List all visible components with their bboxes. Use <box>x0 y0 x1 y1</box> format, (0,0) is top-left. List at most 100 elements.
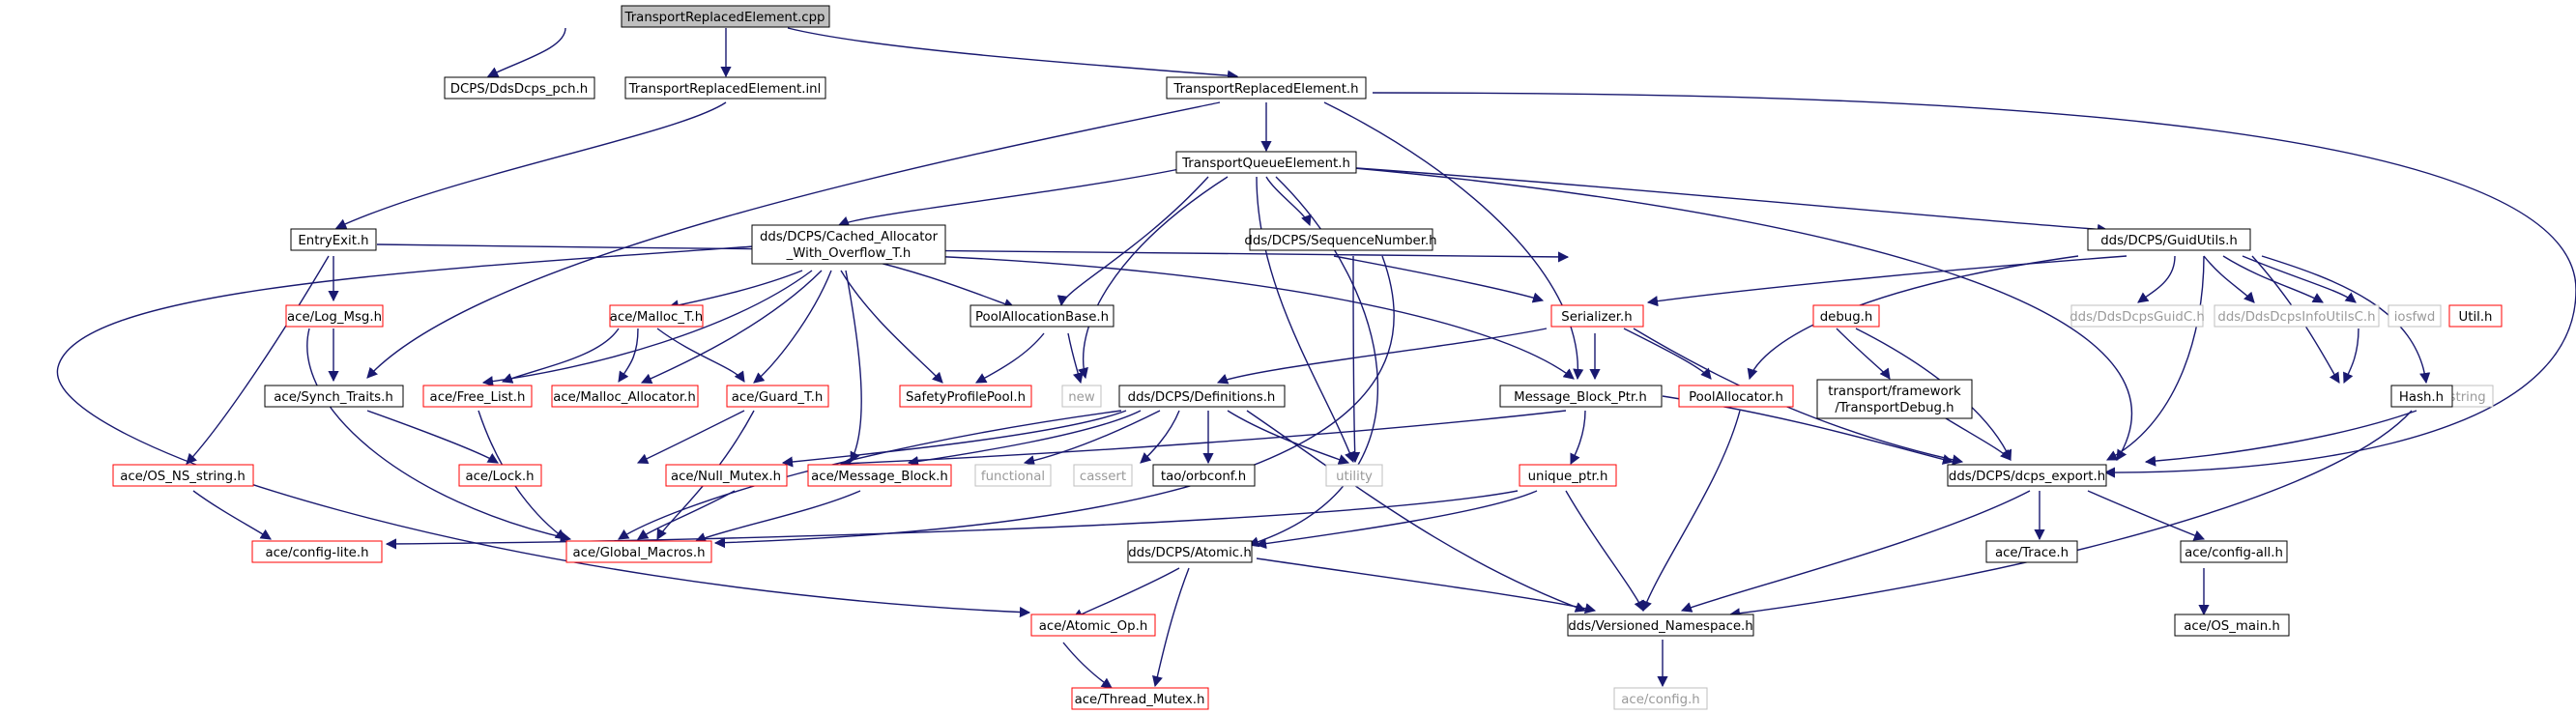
node-label: dds/DCPS/GuidUtils.h <box>2100 234 2238 248</box>
node-tre-inl[interactable]: TransportReplacedElement.inl <box>624 76 826 100</box>
edge <box>837 166 1190 227</box>
node-iosfwd[interactable]: iosfwd <box>2388 304 2442 328</box>
edge <box>2144 410 2417 467</box>
node-safety-profile-pool[interactable]: SafetyProfilePool.h <box>899 385 1032 408</box>
node-log-msg[interactable]: ace/Log_Msg.h <box>285 304 384 328</box>
edge <box>192 490 272 540</box>
node-label: ace/config.h <box>1621 693 1699 707</box>
node-label: SafetyProfilePool.h <box>906 390 1026 405</box>
edge <box>1680 490 2031 613</box>
node-label: ace/OS_NS_string.h <box>120 470 246 484</box>
edge <box>2087 490 2206 541</box>
node-dcps-export[interactable]: dds/DCPS/dcps_export.h <box>1947 464 2107 487</box>
node-os-main[interactable]: ace/OS_main.h <box>2174 614 2290 637</box>
node-new[interactable]: new <box>1061 385 1102 408</box>
node-cached-allocator[interactable]: dds/DCPS/Cached_Allocator _With_Overflow… <box>751 224 946 265</box>
node-tqe-h[interactable]: TransportQueueElement.h <box>1175 151 1357 174</box>
node-sequence-number[interactable]: dds/DCPS/SequenceNumber.h <box>1244 228 1437 251</box>
node-malloc-t[interactable]: ace/Malloc_T.h <box>609 304 704 328</box>
node-definitions[interactable]: dds/DCPS/Definitions.h <box>1118 385 1286 408</box>
dependency-edges <box>56 27 2576 689</box>
edge <box>478 410 566 540</box>
node-label: Serializer.h <box>1561 310 1632 325</box>
node-message-block[interactable]: ace/Message_Block.h <box>807 464 952 487</box>
edge <box>1623 328 1712 380</box>
node-null-mutex[interactable]: ace/Null_Mutex.h <box>665 464 788 487</box>
edge <box>2106 255 2205 461</box>
edge <box>334 101 727 229</box>
edge <box>1255 490 1538 550</box>
node-cassert[interactable]: cassert <box>1073 464 1133 487</box>
edge <box>839 410 1567 470</box>
edge <box>2242 255 2357 303</box>
node-thread-mutex[interactable]: ace/Thread_Mutex.h <box>1071 687 1209 710</box>
node-hash-h[interactable]: Hash.h <box>2390 385 2453 408</box>
node-guard-t[interactable]: ace/Guard_T.h <box>726 385 829 408</box>
node-pool-allocator[interactable]: PoolAllocator.h <box>1678 385 1794 408</box>
node-versioned-namespace[interactable]: dds/Versioned_Namespace.h <box>1567 614 1754 637</box>
node-label: ace/Lock.h <box>465 470 534 484</box>
node-atomic-h[interactable]: dds/DCPS/Atomic.h <box>1127 540 1253 563</box>
edge <box>1256 176 1355 464</box>
node-label: utility <box>1336 470 1373 484</box>
edge <box>186 255 330 465</box>
node-tre-h[interactable]: TransportReplacedElement.h <box>1166 76 1367 100</box>
node-label: transport/framework <box>1828 385 1961 399</box>
node-label: _With_Overflow_T.h <box>786 246 912 261</box>
node-dds-guidc[interactable]: dds/DdsDcpsGuidC.h <box>2069 304 2205 328</box>
node-label: functional <box>981 470 1045 484</box>
node-trace-h[interactable]: ace/Trace.h <box>1985 540 2078 563</box>
edge <box>845 270 862 463</box>
node-synch-traits[interactable]: ace/Synch_Traits.h <box>264 385 404 408</box>
edge <box>1062 642 1113 689</box>
edge <box>2261 255 2431 385</box>
node-os-ns-string[interactable]: ace/OS_NS_string.h <box>112 464 254 487</box>
node-free-list[interactable]: ace/Free_List.h <box>422 385 533 408</box>
edge <box>376 243 1570 263</box>
node-entry-exit[interactable]: EntryExit.h <box>290 228 377 251</box>
node-label: ace/Message_Block.h <box>811 470 948 484</box>
node-functional[interactable]: functional <box>974 464 1052 487</box>
node-label: new <box>1068 390 1095 405</box>
edge <box>618 410 1122 540</box>
edge <box>1343 166 2133 461</box>
node-config-all[interactable]: ace/config-all.h <box>2180 540 2288 563</box>
node-util-h[interactable]: Util.h <box>2448 304 2503 328</box>
edge <box>1152 567 1190 688</box>
node-utility[interactable]: utility <box>1325 464 1383 487</box>
node-transport-debug[interactable]: transport/framework /TransportDebug.h <box>1816 379 1973 419</box>
edge <box>656 328 745 383</box>
edge <box>840 270 943 384</box>
node-serializer[interactable]: Serializer.h <box>1550 304 1644 328</box>
node-label: ace/config-all.h <box>2185 546 2283 560</box>
node-label: ace/Global_Macros.h <box>572 546 705 560</box>
edge <box>306 328 572 543</box>
node-message-block-ptr[interactable]: Message_Block_Ptr.h <box>1499 385 1663 408</box>
node-dds-infoutils[interactable]: dds/DdsDcpsInfoUtilsC.h <box>2214 304 2380 328</box>
node-global-macros[interactable]: ace/Global_Macros.h <box>565 540 712 563</box>
node-malloc-allocator[interactable]: ace/Malloc_Allocator.h <box>551 385 699 408</box>
node-label: dds/Versioned_Namespace.h <box>1568 619 1752 634</box>
edge <box>637 490 736 540</box>
node-label: ace/Trace.h <box>1995 546 2069 560</box>
node-root[interactable]: TransportReplacedElement.cpp <box>621 5 830 28</box>
node-config-lite[interactable]: ace/config-lite.h <box>251 540 383 563</box>
edge <box>366 410 499 464</box>
edge <box>1246 410 1587 613</box>
node-guid-utils[interactable]: dds/DCPS/GuidUtils.h <box>2087 228 2251 251</box>
node-debug-h[interactable]: debug.h <box>1812 304 1880 328</box>
node-orbconf[interactable]: tao/orbconf.h <box>1152 464 1256 487</box>
edge <box>640 270 823 385</box>
edge <box>2343 328 2359 385</box>
node-atomic-op[interactable]: ace/Atomic_Op.h <box>1030 614 1156 637</box>
node-label: ace/Synch_Traits.h <box>274 390 393 405</box>
node-label: cassert <box>1080 470 1126 484</box>
node-unique-ptr[interactable]: unique_ptr.h <box>1519 464 1617 487</box>
node-dds-dcps-pch[interactable]: DCPS/DdsDcps_pch.h <box>444 76 595 100</box>
node-config-h[interactable]: ace/config.h <box>1613 687 1708 710</box>
node-lock-h[interactable]: ace/Lock.h <box>458 464 542 487</box>
edge <box>694 490 861 543</box>
node-label: PoolAllocationBase.h <box>975 310 1109 325</box>
node-pool-allocation-base[interactable]: PoolAllocationBase.h <box>970 304 1114 328</box>
node-label: cstring <box>2442 390 2485 405</box>
